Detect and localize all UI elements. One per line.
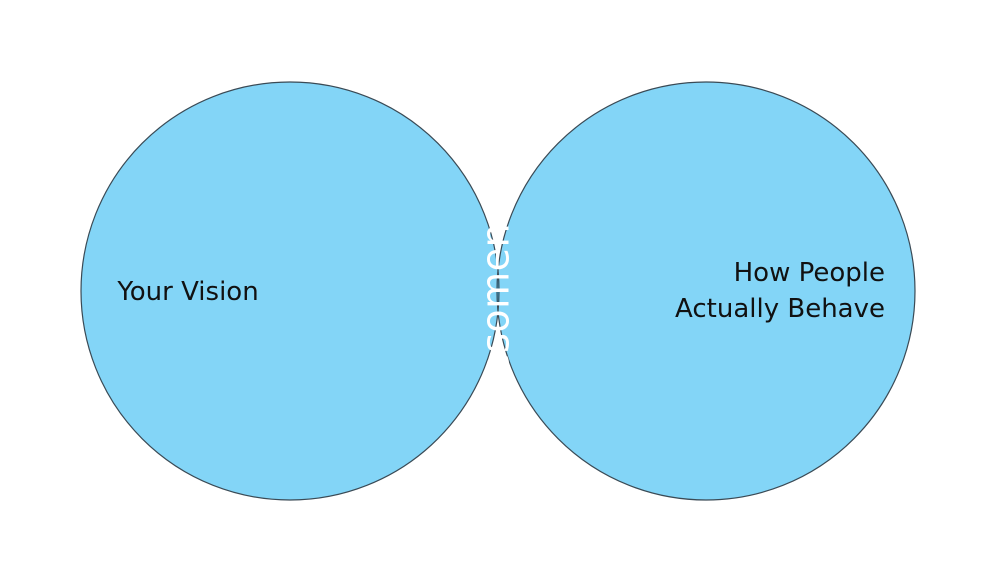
left-circle [81,82,499,500]
left-circle-outline [80,81,500,501]
right-circle-outline [496,81,916,501]
right-circle-label-line1: How People [734,258,885,288]
left-circle-label: Your Vision [116,277,258,307]
right-circle [497,82,915,500]
overlap-label: Awesomeness! [474,143,518,434]
right-circle-label-line2: Actually Behave [675,294,885,324]
